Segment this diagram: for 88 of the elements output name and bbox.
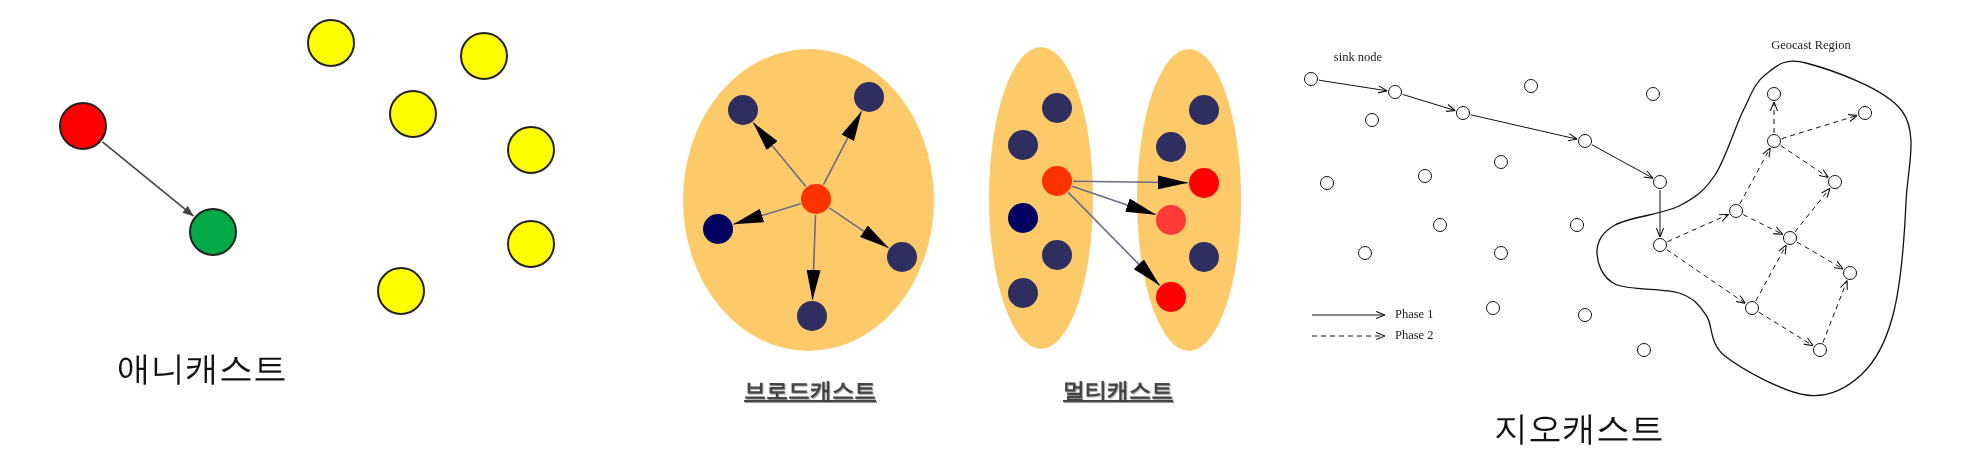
node-circle (1358, 246, 1372, 260)
arrow (1739, 147, 1771, 205)
node-circle (1008, 203, 1038, 233)
node-circle (1189, 242, 1219, 272)
node-circle (1524, 79, 1538, 93)
arrow (1758, 311, 1814, 347)
node-circle (1008, 130, 1038, 160)
caption-label: 브로드캐스트 (744, 378, 876, 405)
arrow (1781, 114, 1858, 140)
arrow (1318, 79, 1388, 94)
node-circle (1189, 95, 1219, 125)
node-circle (377, 267, 425, 315)
arrow (1769, 101, 1779, 134)
node-circle (1008, 278, 1038, 308)
arrow (1655, 189, 1665, 238)
node-circle (1156, 282, 1186, 312)
node-circle (1828, 175, 1842, 189)
arrow (1755, 244, 1787, 302)
node-circle (507, 220, 555, 268)
node-circle (1456, 106, 1470, 120)
node-circle (389, 90, 437, 138)
node-circle (1320, 176, 1334, 190)
arrow (1794, 187, 1831, 233)
node-circle (1365, 113, 1379, 127)
node-circle (59, 102, 107, 150)
node-circle (1042, 166, 1072, 196)
arrow (1780, 145, 1829, 179)
node-circle (307, 19, 355, 67)
node-circle (801, 184, 831, 214)
arrow (1666, 213, 1730, 243)
node-circle (1304, 72, 1318, 86)
node-circle (1494, 246, 1508, 260)
node-circle (507, 126, 555, 174)
node-circle (1783, 231, 1797, 245)
arrow (1591, 144, 1654, 179)
node-circle (1042, 240, 1072, 270)
node-circle (1745, 301, 1759, 315)
arrow (1470, 114, 1578, 142)
caption-label: 지오캐스트 (1494, 407, 1664, 449)
node-circle (887, 242, 917, 272)
arrow (828, 207, 890, 249)
arrow (822, 110, 863, 186)
node-circle (1486, 301, 1500, 315)
node-circle (1729, 204, 1743, 218)
node-circle (1042, 93, 1072, 123)
node-circle (1570, 218, 1584, 232)
node-circle (797, 301, 827, 331)
node-circle (1156, 205, 1186, 235)
node-circle (1189, 168, 1219, 198)
arrow (1402, 93, 1456, 112)
arrow (1072, 175, 1189, 190)
node-circle (1646, 87, 1660, 101)
arrow (101, 141, 195, 217)
node-circle (1578, 134, 1592, 148)
legend-label: Phase 2 (1395, 328, 1434, 343)
node-circle (460, 32, 508, 80)
node-circle (1843, 266, 1857, 280)
arrow (1796, 241, 1844, 270)
arrow (732, 202, 802, 226)
node-circle (1858, 106, 1872, 120)
legend-label: Phase 1 (1395, 307, 1434, 322)
node-circle (1813, 343, 1827, 357)
caption-label: 애니캐스트 (117, 347, 287, 389)
node-circle (189, 208, 237, 256)
arrow (1067, 191, 1161, 287)
arrow (1666, 249, 1746, 305)
node-label: sink node (1333, 50, 1383, 64)
node-circle (1767, 134, 1781, 148)
arrow (806, 214, 821, 301)
node-circle (703, 214, 733, 244)
node-circle (1653, 238, 1667, 252)
node-circle (1578, 308, 1592, 322)
arrow (1742, 214, 1784, 235)
node-circle (728, 95, 758, 125)
caption-label: 멀티캐스트 (1063, 378, 1173, 405)
node-circle (1494, 155, 1508, 169)
arrow (752, 121, 807, 188)
node-circle (854, 82, 884, 112)
region-label: Geocast Region (1770, 38, 1852, 52)
node-circle (1433, 218, 1447, 232)
node-circle (1418, 169, 1432, 183)
node-circle (1156, 132, 1186, 162)
node-circle (1637, 343, 1651, 357)
node-circle (1767, 87, 1781, 101)
arrow (1822, 279, 1848, 343)
node-circle (1653, 175, 1667, 189)
node-circle (1388, 85, 1402, 99)
arrow (1071, 185, 1157, 216)
